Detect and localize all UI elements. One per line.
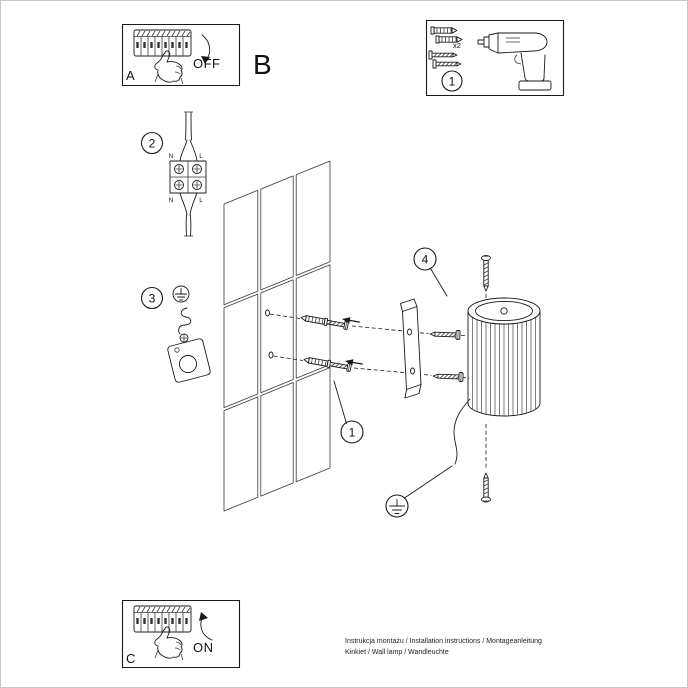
step-2-wiring: 2 N L N L bbox=[140, 111, 207, 237]
ground-symbol-callout bbox=[385, 465, 453, 518]
wall-tile bbox=[223, 396, 259, 512]
wall-tile bbox=[295, 367, 331, 483]
drill-icon bbox=[477, 32, 552, 91]
switch-state-on-label: ON bbox=[193, 640, 214, 655]
flip-down-arrow-icon bbox=[201, 34, 211, 64]
screw-icon bbox=[428, 50, 458, 60]
terminal-n-top-label: N bbox=[169, 153, 174, 160]
footer-line-2: Kinkiet / Wall lamp / Wandleuchte bbox=[345, 649, 449, 656]
alignment-dashed-lines bbox=[269, 294, 487, 470]
callout-1-badge bbox=[340, 420, 364, 444]
canopy-icon bbox=[167, 307, 211, 383]
mounting-screw-icon bbox=[432, 372, 464, 382]
panel-a-label: A bbox=[126, 68, 135, 83]
drill-hole bbox=[265, 309, 270, 317]
svg-text:4: 4 bbox=[422, 253, 429, 267]
flip-up-arrow-icon bbox=[199, 612, 213, 641]
ground-symbol-icon bbox=[172, 285, 190, 303]
kit-box-frame bbox=[425, 19, 565, 97]
panel-power-off: OFF A bbox=[121, 23, 241, 87]
panel-a-frame bbox=[121, 23, 241, 87]
step-3-earth: 3 bbox=[140, 285, 211, 383]
switch-state-off-label: OFF bbox=[193, 56, 221, 71]
terminal-l-bottom-label: L bbox=[199, 197, 203, 204]
breaker-panel-icon bbox=[132, 28, 193, 86]
ground-symbol-large-icon bbox=[385, 494, 409, 518]
mounting-screw-icon bbox=[429, 330, 461, 340]
terminal-l-top-label: L bbox=[199, 153, 203, 160]
screw-icon bbox=[432, 59, 462, 69]
callout-4-bracket: 4 bbox=[413, 247, 448, 297]
wall-anchor-icon bbox=[430, 26, 458, 35]
breaker-panel-icon bbox=[132, 604, 193, 662]
wall-tile bbox=[295, 160, 331, 276]
lamp-earth-wire bbox=[453, 398, 471, 465]
terminal-block-icon bbox=[169, 160, 207, 194]
svg-text:1: 1 bbox=[349, 426, 356, 440]
footer-text: Instrukcja montażu / Installation instru… bbox=[345, 638, 542, 656]
wall-tile bbox=[223, 189, 259, 306]
wall-lamp-icon bbox=[453, 297, 541, 465]
power-cable-icon bbox=[179, 111, 198, 237]
callout-4-badge bbox=[413, 247, 437, 271]
footer-line-1: Instrukcja montażu / Installation instru… bbox=[345, 638, 542, 645]
callout-1-anchors: 1 bbox=[333, 380, 364, 444]
wall-anchor-icon bbox=[435, 35, 463, 44]
mounting-bracket-icon bbox=[400, 298, 422, 399]
panel-c-frame bbox=[121, 599, 241, 669]
terminal-n-bottom-label: N bbox=[169, 197, 174, 204]
wall-tile bbox=[260, 382, 294, 497]
anchor-screw-assembly bbox=[300, 315, 349, 330]
panel-c-label: C bbox=[126, 651, 135, 666]
insertion-arrow-icon bbox=[345, 359, 363, 366]
insertion-arrow-icon bbox=[342, 317, 360, 324]
svg-text:1: 1 bbox=[449, 75, 456, 89]
top-screw-icon bbox=[481, 255, 491, 292]
panel-power-on: ON C bbox=[121, 599, 241, 669]
section-b-label: B bbox=[253, 49, 272, 80]
bottom-screw-icon bbox=[481, 472, 491, 503]
drill-hole bbox=[268, 351, 274, 359]
step-1-badge: 1 bbox=[441, 70, 463, 92]
anchor-screw-assembly bbox=[303, 357, 352, 372]
wall-tile bbox=[223, 293, 259, 408]
step-2-badge: 2 bbox=[140, 131, 164, 155]
step-3-badge: 3 bbox=[140, 286, 164, 310]
lamp-fluted-ribs bbox=[472, 312, 536, 416]
svg-text:3: 3 bbox=[149, 292, 156, 306]
hardware-kit-box: x2 1 bbox=[425, 19, 565, 97]
wall-panel bbox=[223, 160, 331, 512]
svg-text:2: 2 bbox=[149, 137, 156, 151]
wall-tile bbox=[260, 279, 294, 394]
wall-tile bbox=[260, 175, 294, 291]
anchor-quantity-label: x2 bbox=[453, 41, 461, 50]
